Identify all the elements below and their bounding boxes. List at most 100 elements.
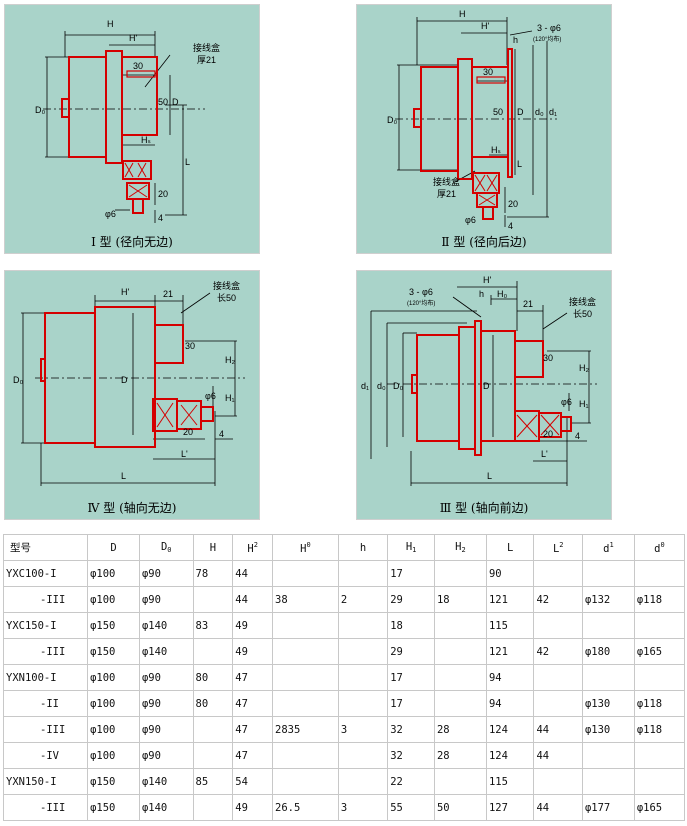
table-cell: φ150	[87, 612, 140, 639]
table-cell: φ100	[87, 742, 140, 769]
header-d0-sup: 0	[660, 540, 665, 549]
label-Hs: Hₛ	[141, 135, 151, 145]
table-cell: φ180	[581, 638, 635, 665]
table-cell	[581, 664, 635, 691]
header-H: H	[192, 534, 234, 561]
table-cell: φ140	[138, 638, 194, 665]
header-H2-prime: H2	[232, 534, 274, 561]
table-cell	[433, 690, 487, 717]
table-cell: 2	[337, 586, 389, 613]
table-cell: φ90	[138, 716, 194, 743]
table-cell: 49	[232, 612, 274, 639]
header-d0: d0	[633, 534, 686, 561]
table-cell: 124	[485, 716, 535, 743]
label-21: 21	[523, 299, 533, 309]
header-D0-sub: 0	[167, 546, 172, 554]
table-cell: φ90	[138, 690, 194, 717]
label-H-prime: H'	[481, 21, 489, 31]
label-holes: 3 - φ6	[409, 287, 433, 297]
label-H1: H₁	[225, 393, 235, 403]
label-H: H	[459, 9, 466, 19]
label-box: 接线盒	[213, 280, 240, 291]
table-cell: 42	[533, 638, 583, 665]
table-cell	[272, 664, 339, 691]
label-4: 4	[158, 213, 163, 223]
label-Hs: Hₛ	[491, 145, 501, 155]
label-30: 30	[483, 67, 493, 77]
table-cell: 121	[485, 586, 535, 613]
table-cell: 44	[533, 742, 583, 769]
table-cell	[533, 612, 583, 639]
table-cell	[533, 560, 583, 587]
table-cell	[337, 768, 389, 795]
header-L2-sup: 2	[559, 540, 564, 549]
table-cell	[581, 768, 635, 795]
panel-type2: H H' 3 - φ6 (120°均布) h 30 D₀ 50 D d₀ d₁ …	[356, 4, 612, 254]
table-cell: 32	[387, 742, 435, 769]
table-cell: φ90	[138, 664, 194, 691]
label-L: L	[487, 471, 492, 481]
table-cell	[533, 768, 583, 795]
table-cell	[272, 768, 339, 795]
table-cell: 47	[232, 664, 274, 691]
header-d1-sup: 1	[609, 540, 614, 549]
table-cell: 18	[433, 586, 487, 613]
header-D: D	[87, 534, 140, 561]
table-cell: φ90	[138, 586, 194, 613]
table-cell	[337, 690, 389, 717]
label-box: 接线盒	[569, 296, 596, 307]
label-L: L	[517, 159, 522, 169]
label-d1: d₁	[549, 107, 557, 117]
table-cell	[433, 664, 487, 691]
table-cell: 44	[533, 716, 583, 743]
header-L: L	[485, 534, 535, 561]
label-phi6: φ6	[561, 397, 572, 407]
header-model: 型号	[2, 534, 89, 561]
table-cell: 28	[433, 742, 487, 769]
table-cell: φ90	[138, 742, 194, 769]
table-cell	[337, 742, 389, 769]
table-cell	[272, 638, 339, 665]
table-cell: 83	[192, 612, 234, 639]
table-cell: φ150	[87, 638, 140, 665]
table-cell: φ118	[633, 586, 686, 613]
model-cell: -II	[2, 690, 89, 717]
table-cell: φ132	[581, 586, 635, 613]
table-cell: 17	[387, 664, 435, 691]
table-cell: φ100	[87, 716, 140, 743]
table-cell: 42	[533, 586, 583, 613]
table-cell: 29	[387, 638, 435, 665]
table-cell	[581, 560, 635, 587]
table-cell: φ100	[87, 690, 140, 717]
table-cell: 18	[387, 612, 435, 639]
table-cell: 3	[337, 794, 389, 821]
spec-table: 型号 D D0 H H2 H0 h H1 H2 L L2 d1 d0 YXC10…	[2, 534, 686, 821]
table-cell: 3	[337, 716, 389, 743]
table-cell	[433, 612, 487, 639]
label-d0: d₀	[535, 107, 544, 117]
table-cell: φ118	[633, 716, 686, 743]
model-cell: YXN100-I	[2, 664, 89, 691]
table-header-row: 型号 D D0 H H2 H0 h H1 H2 L L2 d1 d0	[2, 534, 686, 561]
drawing-type4: H' 21 接线盒 长50 30 D₀ D H₂ φ6 H₁ 20 L' 4 L	[13, 280, 245, 486]
label-holes-note: (120°均布)	[407, 299, 435, 307]
table-cell: φ100	[87, 664, 140, 691]
table-cell	[433, 638, 487, 665]
table-cell	[192, 742, 234, 769]
table-cell: 22	[387, 768, 435, 795]
label-50: 50	[493, 107, 503, 117]
header-H0-sup: 0	[306, 540, 311, 549]
label-D0: D₀	[35, 105, 45, 115]
table-cell: 50	[433, 794, 487, 821]
table-cell	[192, 716, 234, 743]
label-D: D	[121, 375, 128, 385]
panel-type4: H' 21 接线盒 长50 30 D₀ D H₂ φ6 H₁ 20 L' 4 L…	[4, 270, 260, 520]
label-30: 30	[185, 341, 195, 351]
